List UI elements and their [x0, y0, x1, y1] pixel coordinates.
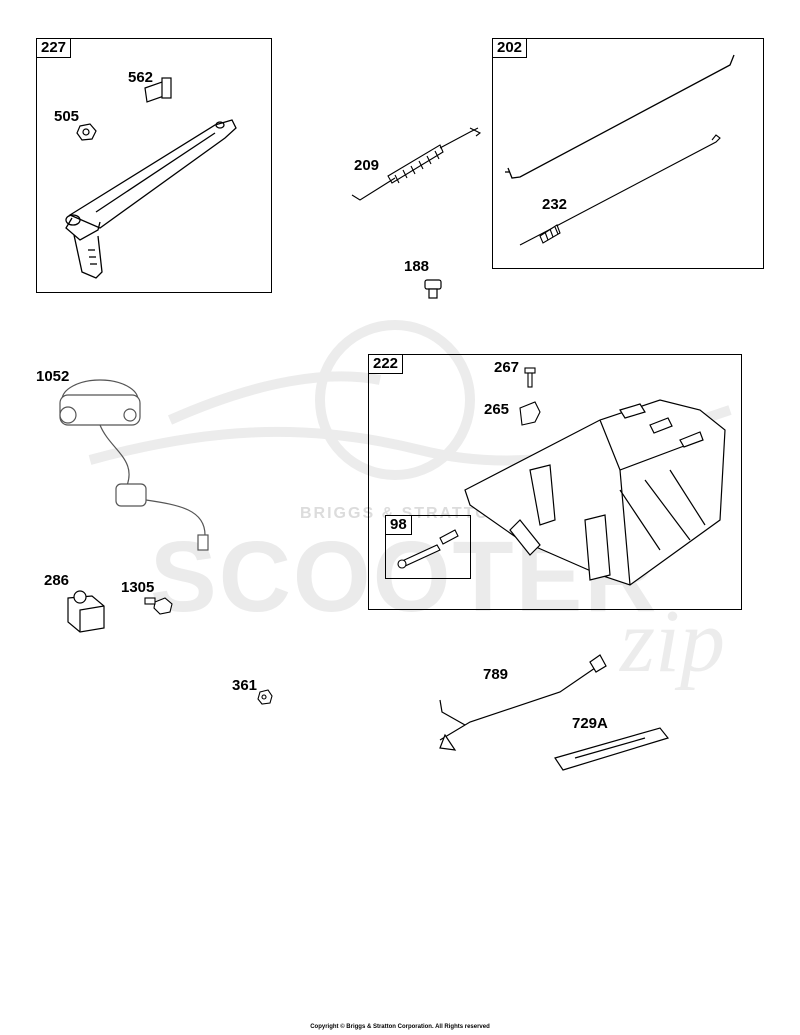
copyright-notice: Copyright © Briggs & Stratton Corporatio… — [310, 1024, 490, 1030]
part-label-1305: 1305 — [121, 579, 155, 596]
part-label-267: 267 — [494, 359, 520, 376]
part-label-562: 562 — [128, 69, 154, 86]
clip-265-drawing — [519, 401, 541, 426]
screw-267-drawing — [524, 367, 536, 388]
nut-505-drawing — [76, 123, 97, 141]
watermark-subtitle: BRIGGS & STRATTON — [300, 505, 504, 522]
frame-number: 202 — [492, 38, 528, 58]
cable-789-drawing — [439, 654, 607, 751]
switch-harness-1052-drawing — [59, 379, 209, 551]
bolt-562-drawing — [144, 77, 172, 103]
part-label-789: 789 — [483, 666, 509, 683]
part-label-286: 286 — [44, 572, 70, 589]
plate-729a-drawing — [554, 727, 670, 771]
rod-202-drawing — [505, 54, 735, 179]
frame-number: 98 — [385, 515, 412, 535]
part-label-265: 265 — [484, 401, 510, 418]
frame-202: 202 — [492, 38, 764, 269]
part-label-188: 188 — [404, 258, 430, 275]
frame-227: 227 — [36, 38, 272, 293]
nut-361-drawing — [257, 689, 273, 705]
watermark-script: zip — [620, 592, 726, 691]
frame-number: 222 — [368, 354, 404, 374]
bolt-1305-drawing — [144, 597, 173, 615]
block-286-drawing — [67, 590, 105, 633]
panel-bracket-222-drawing — [464, 399, 726, 586]
frame-222: 222 — [368, 354, 742, 610]
frame-number: 227 — [36, 38, 72, 58]
part-label-729a: 729A — [572, 715, 608, 732]
part-label-361: 361 — [232, 677, 258, 694]
pin-spring-98-drawing — [397, 529, 459, 569]
screw-188-drawing — [424, 279, 442, 299]
part-label-209: 209 — [354, 157, 380, 174]
frame-98: 98 — [385, 515, 471, 579]
spring-209-drawing — [351, 127, 482, 201]
lever-arm-drawing — [65, 119, 237, 279]
rod-232-drawing — [519, 134, 721, 246]
part-label-505: 505 — [54, 108, 80, 125]
part-label-1052: 1052 — [36, 368, 70, 385]
part-label-232: 232 — [542, 196, 568, 213]
